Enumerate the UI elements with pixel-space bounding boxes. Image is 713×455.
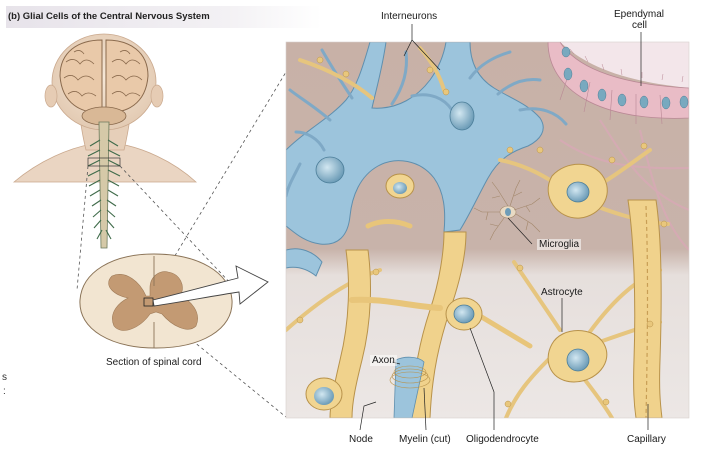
astrocyte-nucleus bbox=[566, 348, 590, 372]
label-node: Node bbox=[349, 434, 373, 445]
head-and-spine bbox=[12, 33, 198, 249]
interneurons bbox=[286, 42, 544, 277]
edge-mark-s: s bbox=[2, 372, 7, 383]
spinal-cord-section bbox=[79, 253, 269, 349]
label-interneurons: Interneurons bbox=[381, 11, 438, 22]
title-banner bbox=[6, 6, 322, 28]
section-caption: Section of spinal cord bbox=[106, 357, 202, 368]
label-myelin: Myelin (cut) bbox=[399, 434, 451, 445]
glial-satellite-cells bbox=[305, 173, 415, 411]
leader-lines bbox=[359, 24, 649, 431]
interneuron-dendrites bbox=[286, 48, 568, 198]
edge-mark-colon: : bbox=[3, 386, 6, 397]
label-axon: Axon bbox=[370, 355, 397, 366]
label-oligodendrocyte: Oligodendrocyte bbox=[466, 434, 539, 445]
astrocyte-nucleus bbox=[566, 181, 590, 203]
label-ependymal-line1: Ependymal bbox=[614, 9, 665, 20]
capillary-vessel bbox=[627, 199, 663, 418]
label-ependymal-line2: cell bbox=[632, 20, 648, 31]
figure-title: (b) Glial Cells of the Central Nervous S… bbox=[8, 11, 210, 22]
label-astrocyte: Astrocyte bbox=[541, 287, 583, 298]
oligodendrocyte-cell bbox=[445, 297, 483, 331]
axon-cut bbox=[389, 356, 431, 418]
label-microglia: Microglia bbox=[537, 239, 582, 250]
label-capillary: Capillary bbox=[627, 434, 666, 445]
spines bbox=[296, 56, 668, 408]
glial-panel bbox=[285, 41, 690, 419]
ependymal-lining bbox=[547, 42, 689, 125]
interneuron-nuclei bbox=[315, 101, 475, 197]
